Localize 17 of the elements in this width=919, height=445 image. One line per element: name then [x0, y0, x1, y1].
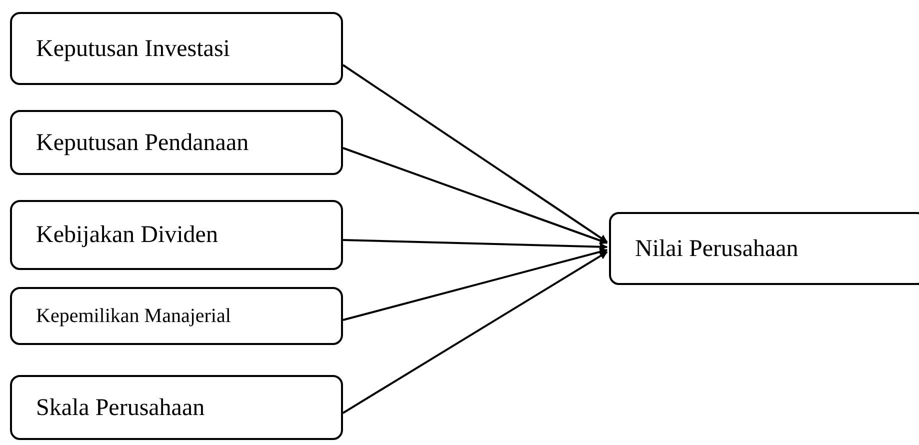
process-box — [10, 12, 343, 85]
process-box — [10, 200, 343, 270]
box-label: Nilai Perusahaan — [635, 234, 798, 264]
process-box — [609, 212, 919, 285]
box-label: Kepemilikan Manajerial — [36, 304, 231, 329]
process-box — [10, 287, 343, 345]
process-box — [10, 375, 343, 440]
box-label: Keputusan Investasi — [36, 34, 230, 64]
arrow — [342, 251, 608, 414]
arrow — [342, 147, 608, 244]
process-box — [10, 110, 343, 175]
arrow — [342, 248, 608, 321]
arrow — [342, 64, 608, 243]
arrow — [342, 239, 608, 251]
box-label: Keputusan Pendanaan — [36, 128, 249, 158]
box-label: Skala Perusahaan — [36, 394, 205, 422]
box-label: Kebijakan Dividen — [36, 221, 218, 250]
